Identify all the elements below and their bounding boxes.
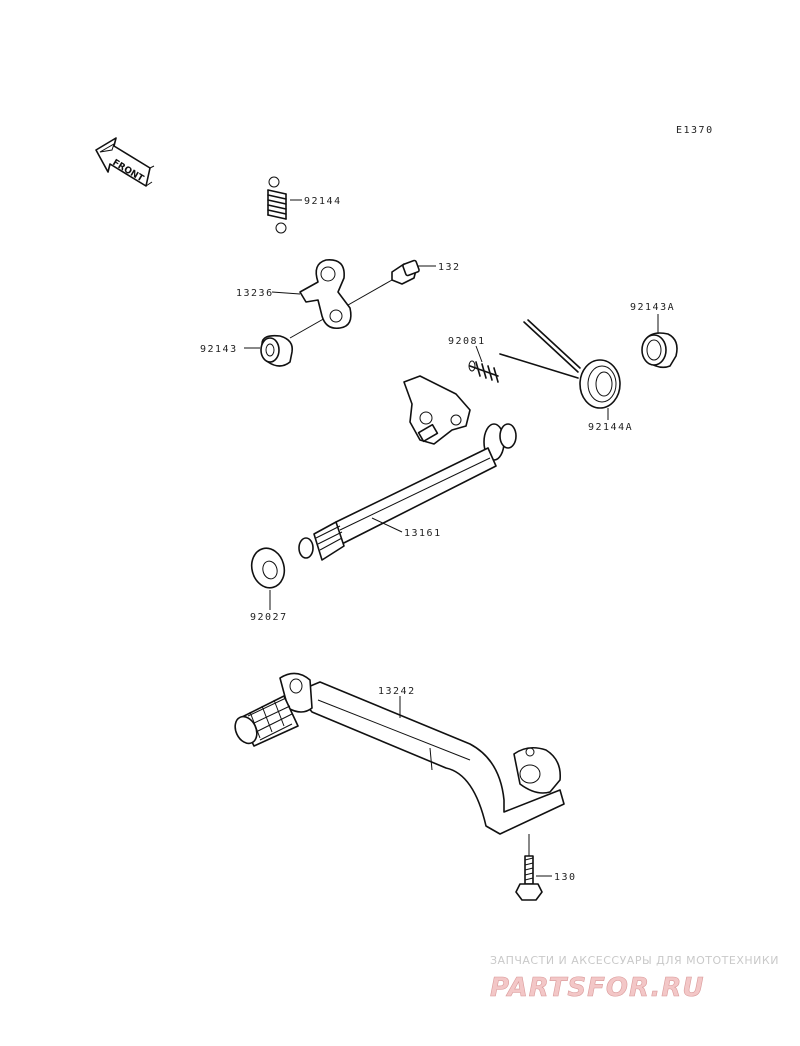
watermark-logo: PARTSFOR.RU xyxy=(490,973,704,1003)
label-132: 132 xyxy=(438,262,461,273)
part-132-bolt xyxy=(289,259,436,339)
label-92144: 92144 xyxy=(304,196,342,207)
label-130: 130 xyxy=(554,872,577,883)
label-92081: 92081 xyxy=(448,336,486,347)
part-130-bolt xyxy=(515,834,552,901)
part-92081-spring xyxy=(468,345,499,383)
watermark-tagline: ЗАПЧАСТИ И АКСЕССУАРЫ ДЛЯ МОТОТЕХНИКИ xyxy=(490,954,779,967)
label-13161: 13161 xyxy=(404,528,442,539)
label-13236: 13236 xyxy=(236,288,274,299)
part-92143-collar xyxy=(244,334,294,367)
label-13242: 13242 xyxy=(378,686,416,697)
part-13242-pedal xyxy=(234,672,565,835)
diagram-code: E1370 xyxy=(676,125,714,136)
label-92143: 92143 xyxy=(200,344,238,355)
watermark: ЗАПЧАСТИ И АКСЕССУАРЫ ДЛЯ МОТОТЕХНИКИ PA… xyxy=(490,954,779,1003)
part-92144-spring xyxy=(267,176,302,234)
part-13236-plate xyxy=(271,259,352,330)
part-92143A-collar xyxy=(641,314,678,369)
front-arrow-icon: FRONT xyxy=(95,137,155,187)
part-92144A-spring xyxy=(499,319,621,420)
label-92144A: 92144A xyxy=(588,422,633,433)
part-92027-washer xyxy=(250,547,286,610)
label-92027: 92027 xyxy=(250,612,288,623)
part-13161-shaft xyxy=(298,375,517,561)
label-92143A: 92143A xyxy=(630,302,675,313)
